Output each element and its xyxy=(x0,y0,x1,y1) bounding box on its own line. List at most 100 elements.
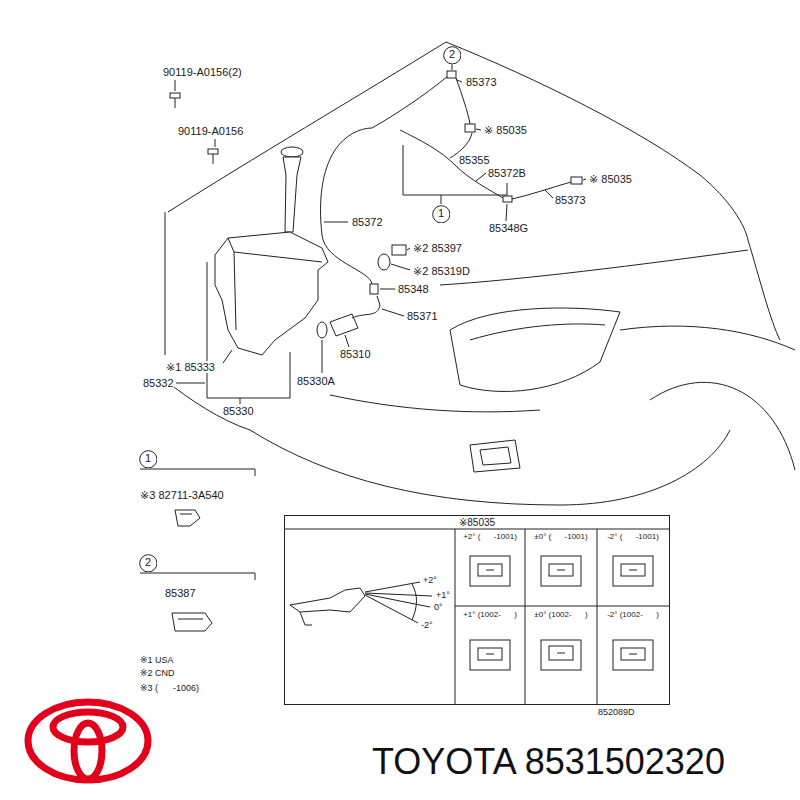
part-label: 85332 xyxy=(143,377,174,390)
toyota-logo xyxy=(74,723,102,779)
label-anchor: 85348G xyxy=(489,222,528,235)
callout-number: 1 xyxy=(145,453,151,464)
table-grid xyxy=(284,529,670,530)
nozzle-front-view xyxy=(613,640,653,670)
part-label: 85355 xyxy=(459,154,490,167)
leader-line xyxy=(457,80,462,82)
leader-line xyxy=(140,469,255,476)
nozzle-side-view xyxy=(290,588,365,612)
leader-line xyxy=(506,204,507,221)
car-body xyxy=(446,42,748,240)
leader-line xyxy=(476,173,486,181)
label-anchor: ※ 85035 xyxy=(589,173,632,186)
label-anchor: +1° xyxy=(436,590,450,600)
table-cell: +1° (1002- ) xyxy=(463,610,517,619)
nozzle-front-view xyxy=(629,654,637,655)
circle-outline xyxy=(139,554,156,571)
circle-outline xyxy=(432,205,449,222)
nozzle-front-view xyxy=(557,570,565,571)
car-body xyxy=(748,240,780,340)
bolt xyxy=(208,149,218,154)
leader-line xyxy=(223,350,232,363)
bolt xyxy=(213,154,214,164)
table-heading: ※85035 xyxy=(285,516,669,529)
part-label: ※2 CND xyxy=(140,668,175,678)
label-anchor: -2° xyxy=(421,620,433,630)
label-anchor: 85387 xyxy=(165,587,196,600)
label-anchor: ※1 85333 xyxy=(166,361,215,374)
label-anchor: ※1 USA xyxy=(140,655,174,665)
label-anchor: 85348 xyxy=(398,283,429,296)
nozzle-side-view xyxy=(290,582,432,625)
bolt xyxy=(170,93,180,98)
part-label: 85371 xyxy=(407,310,438,323)
bolt xyxy=(175,98,176,108)
washer-reservoir xyxy=(378,254,390,270)
part-label: ※2 85319D xyxy=(413,265,470,278)
car-body xyxy=(620,326,795,350)
callout-number: 1 xyxy=(438,208,444,219)
nozzle-front-view xyxy=(470,556,510,586)
clip-icon xyxy=(172,613,212,631)
label-anchor: 85310 xyxy=(340,348,371,361)
leader-line xyxy=(322,340,323,373)
table-cell: ±0° (1002- ) xyxy=(534,610,587,619)
callout-circle: 2 xyxy=(139,554,158,573)
label-anchor: 85330A xyxy=(297,375,335,388)
washer-reservoir xyxy=(215,232,328,355)
car-body xyxy=(480,447,511,465)
washer-hose xyxy=(503,196,512,202)
label-anchor: +1° (1002- ) xyxy=(463,610,517,619)
angle-label: +2° xyxy=(423,575,437,585)
nozzle-front-view xyxy=(541,640,581,670)
label-anchor: 85372 xyxy=(352,216,383,229)
nozzle-front-view xyxy=(621,564,645,576)
part-label: ※3 ( -1006) xyxy=(140,683,199,693)
part-label: ※1 85333 xyxy=(166,361,215,374)
nozzle-front-view xyxy=(557,653,565,654)
nozzle-front-view xyxy=(613,556,653,586)
nozzle-front-view xyxy=(486,654,494,655)
car-body xyxy=(165,212,166,355)
nozzle-front-view xyxy=(549,564,573,576)
callout-circle: 1 xyxy=(139,450,158,469)
nozzle-front-view xyxy=(549,646,573,660)
washer-reservoir xyxy=(228,238,322,262)
part-label: 85348G xyxy=(489,222,528,235)
angle-label: -2° xyxy=(421,620,433,630)
part-label: 852089D xyxy=(598,707,635,717)
nozzle-front-view xyxy=(541,556,581,586)
table-cell: -2° ( -1001) xyxy=(607,532,659,541)
leader-line xyxy=(583,179,586,180)
label-anchor: ※3 ( -1006) xyxy=(140,683,199,693)
label-anchor: ±0° (1002- ) xyxy=(534,610,587,619)
label-anchor: ※2 85319D xyxy=(413,265,470,278)
label-anchor: 85373 xyxy=(466,76,497,89)
bolt xyxy=(175,80,176,91)
leader-line xyxy=(452,64,453,70)
part-label: ※1 USA xyxy=(140,655,174,665)
leader-line xyxy=(382,309,404,316)
label-anchor: ※ 85035 xyxy=(484,124,527,137)
label-anchor: ※2 CND xyxy=(140,668,175,678)
washer-hose xyxy=(321,71,582,318)
leader-line xyxy=(324,222,348,223)
leader-line xyxy=(207,262,290,404)
nozzle-front-view xyxy=(613,556,653,586)
washer-reservoir xyxy=(317,322,327,338)
clip-icon xyxy=(175,510,200,526)
bolt xyxy=(215,139,216,147)
label-anchor: -2° (1002- ) xyxy=(607,610,659,619)
nozzle-front-view xyxy=(470,640,510,670)
label-anchor: ※2 85397 xyxy=(413,242,462,255)
angle-label: +1° xyxy=(436,590,450,600)
nozzle-front-view xyxy=(621,648,645,660)
circle-outline xyxy=(139,450,156,467)
nozzle-front-view xyxy=(470,556,510,586)
washer-reservoir xyxy=(234,252,236,330)
